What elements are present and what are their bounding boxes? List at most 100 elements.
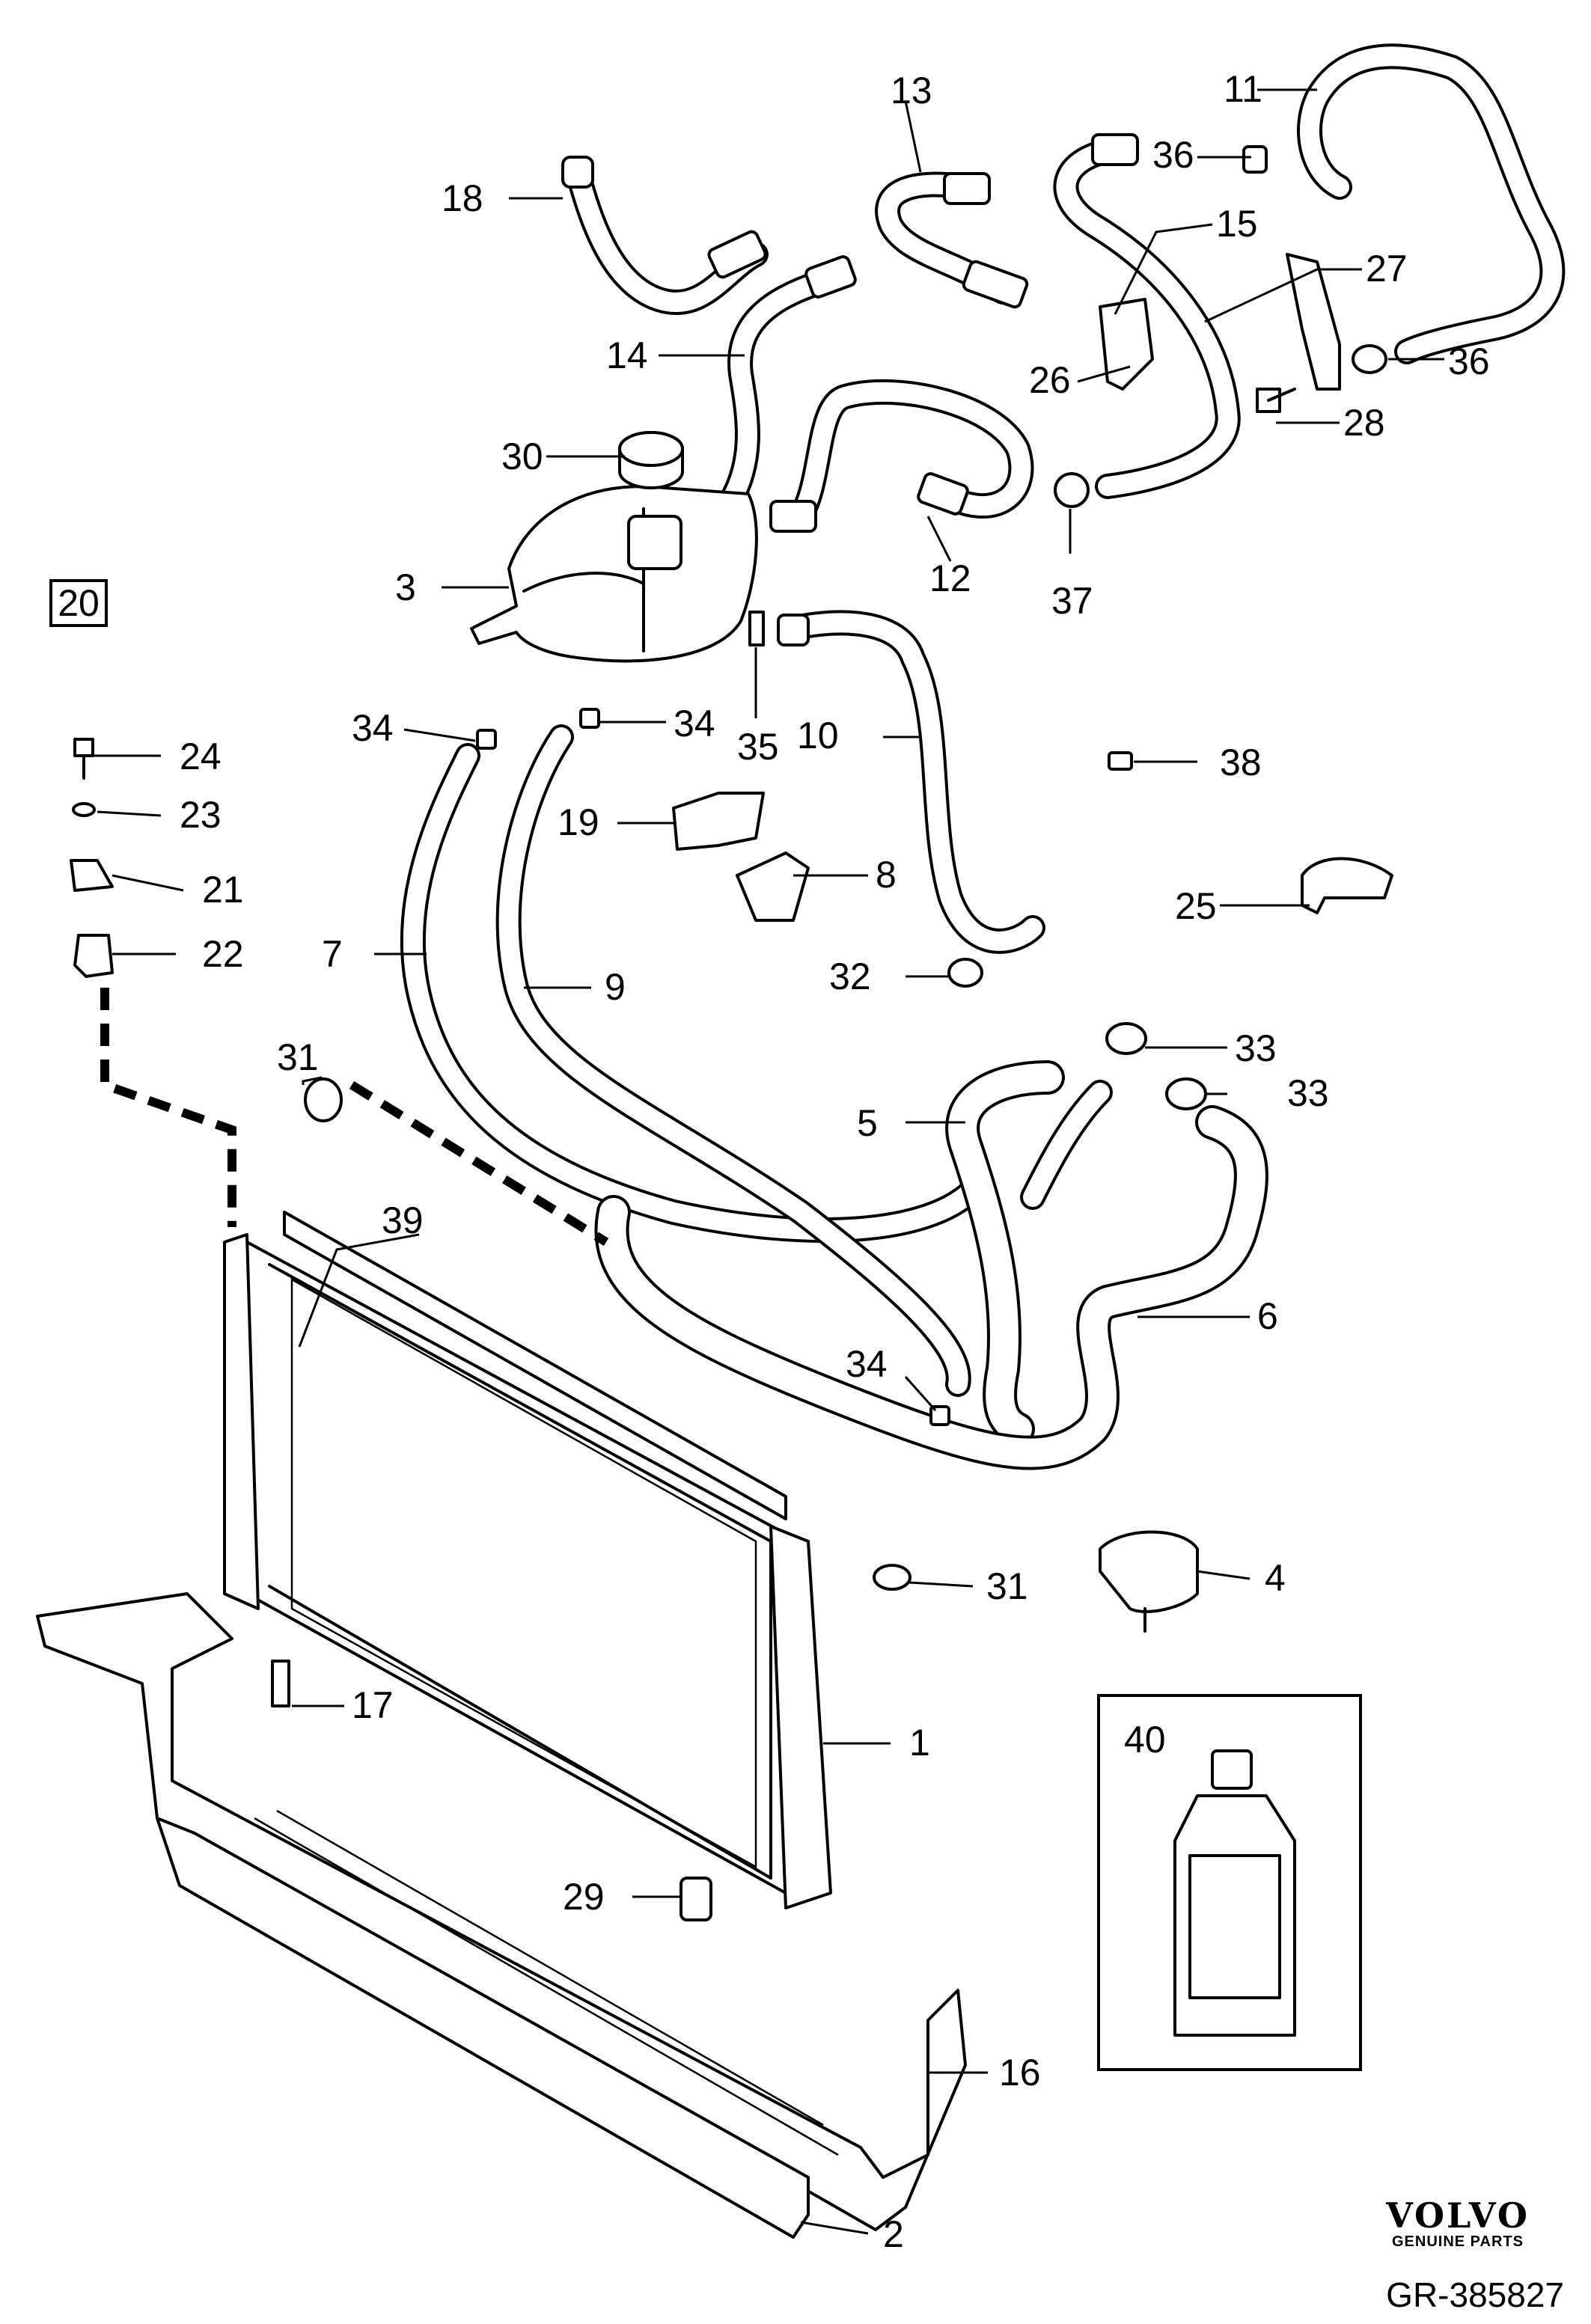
callout-17: 17 xyxy=(352,1684,394,1726)
callout-28: 28 xyxy=(1343,402,1385,444)
washer-23 xyxy=(72,802,96,817)
hose-5-branch xyxy=(1020,1080,1113,1210)
brand-tagline: GENUINE PARTS xyxy=(1392,2233,1524,2250)
group-number: 20 xyxy=(58,582,100,624)
callout-8: 8 xyxy=(876,854,897,896)
callout-35: 35 xyxy=(737,726,779,768)
leader-lines xyxy=(94,88,1444,2235)
callout-3: 3 xyxy=(395,566,416,608)
clamp-37 xyxy=(1054,472,1090,508)
callout-34-lower: 34 xyxy=(846,1343,888,1385)
mount-22 xyxy=(73,934,114,978)
callout-38: 38 xyxy=(1220,741,1262,783)
reference-number: GR-385827 xyxy=(1386,2275,1564,2314)
clamp-34-left xyxy=(476,729,497,750)
clamp-31-right xyxy=(873,1564,911,1591)
bracket-26 xyxy=(1099,298,1154,391)
bolt-24 xyxy=(73,738,94,780)
callout-26: 26 xyxy=(1029,359,1071,401)
clip-4 xyxy=(1099,1530,1199,1633)
coolant-bottle xyxy=(1173,1749,1296,2037)
callout-9: 9 xyxy=(605,966,626,1008)
deflector-2 xyxy=(156,1817,810,2239)
hose-11 xyxy=(1297,43,1566,364)
hose-18 xyxy=(561,156,769,315)
seal-strip-39 xyxy=(283,1211,787,1520)
bolt-28 xyxy=(1256,388,1296,413)
callout-32: 32 xyxy=(829,955,871,997)
bushing-21 xyxy=(70,859,114,892)
hose-12 xyxy=(769,379,1034,533)
callout-34-left: 34 xyxy=(352,707,394,749)
callout-34-right: 34 xyxy=(674,703,715,744)
callout-12: 12 xyxy=(929,557,971,599)
callout-36-top: 36 xyxy=(1152,134,1194,176)
hose-7 xyxy=(400,743,986,1243)
expansion-tank-3 xyxy=(470,485,758,663)
callout-15: 15 xyxy=(1216,203,1258,245)
hose-10 xyxy=(777,610,1045,954)
bracket-27 xyxy=(1286,253,1341,391)
callout-25: 25 xyxy=(1175,885,1217,927)
mount-path-line xyxy=(100,988,236,1227)
grommet-29 xyxy=(680,1877,712,1921)
callout-30: 30 xyxy=(501,435,543,477)
clamp-31-top xyxy=(304,1077,343,1122)
callout-39: 39 xyxy=(382,1199,424,1241)
clamp-36-top xyxy=(1242,145,1268,174)
callout-18: 18 xyxy=(442,177,483,219)
callout-11: 11 xyxy=(1224,68,1262,110)
callout-23: 23 xyxy=(180,794,222,836)
callout-22: 22 xyxy=(202,933,244,975)
hose-path-line xyxy=(349,1080,609,1247)
hose-14 xyxy=(713,255,857,522)
lower-frame-16 xyxy=(36,1592,967,2231)
clamp-33-top xyxy=(1105,1022,1147,1055)
callout-36-right: 36 xyxy=(1448,340,1490,382)
callout-16: 16 xyxy=(999,2052,1041,2094)
hose-13 xyxy=(875,171,1029,309)
callout-5: 5 xyxy=(857,1102,878,1144)
callout-33-top: 33 xyxy=(1235,1027,1277,1069)
bracket-25 xyxy=(1301,857,1393,914)
brand-name: VOLVO xyxy=(1386,2195,1530,2236)
callout-27: 27 xyxy=(1366,248,1408,290)
radiator-1 xyxy=(223,1233,832,1909)
clamp-38 xyxy=(1108,751,1133,771)
callout-40: 40 xyxy=(1124,1719,1166,1761)
filler-cap-30 xyxy=(618,431,684,489)
clip-8 xyxy=(736,851,810,922)
hose-5 xyxy=(945,1060,1065,1446)
callout-14: 14 xyxy=(606,334,648,376)
callout-19: 19 xyxy=(558,801,599,843)
coolant-box-40 xyxy=(1097,1694,1362,2071)
clamp-34-lower xyxy=(929,1405,950,1426)
callout-31-right: 31 xyxy=(986,1565,1028,1607)
group-number-box: 20 xyxy=(49,579,108,627)
hose-6 xyxy=(594,1105,1268,1470)
clamp-33-bottom xyxy=(1165,1077,1207,1110)
clamp-34-right xyxy=(579,708,600,729)
hose-9 xyxy=(495,724,971,1397)
callout-6: 6 xyxy=(1257,1295,1278,1337)
clamp-32 xyxy=(947,958,983,988)
pin-17 xyxy=(271,1660,290,1707)
callout-33-bottom: 33 xyxy=(1287,1072,1329,1114)
brand-logo: VOLVO GENUINE PARTS xyxy=(1361,2198,1555,2251)
callout-37: 37 xyxy=(1051,580,1093,622)
callout-13: 13 xyxy=(891,70,932,111)
callout-2: 2 xyxy=(883,2213,904,2255)
callout-10: 10 xyxy=(797,715,839,756)
callout-1: 1 xyxy=(909,1722,930,1764)
clip-19 xyxy=(672,792,765,851)
callout-31-top: 31 xyxy=(277,1036,319,1078)
clamp-35 xyxy=(748,611,765,646)
callout-4: 4 xyxy=(1265,1557,1286,1599)
hose-15 xyxy=(1053,133,1241,499)
callout-7: 7 xyxy=(322,933,343,975)
callout-24: 24 xyxy=(180,736,222,777)
callout-29: 29 xyxy=(563,1876,605,1918)
clamp-36-right xyxy=(1352,344,1387,374)
callout-21: 21 xyxy=(202,869,244,911)
